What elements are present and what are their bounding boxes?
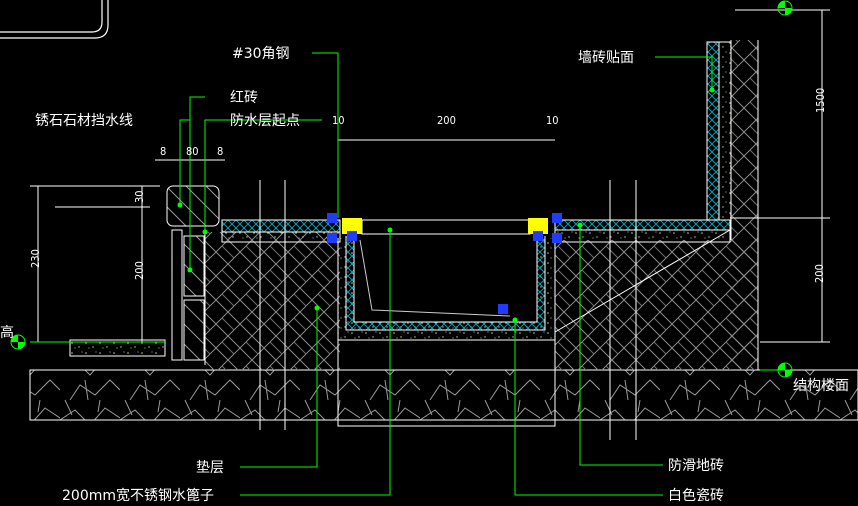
dimension-lines xyxy=(30,9,830,343)
angle-steel xyxy=(342,218,548,234)
dim-8-left: 8 xyxy=(160,145,166,158)
grid-lines xyxy=(259,180,731,440)
label-waterproof-start: 防水层起点 xyxy=(230,113,300,129)
elevation-marker-right xyxy=(777,362,793,378)
label-elevation-partial: 高 xyxy=(0,324,14,341)
label-stone-sill: 锈石石材挡水线 xyxy=(35,113,133,129)
floor-layers xyxy=(221,41,732,243)
label-structure-floor: 结构楼面 xyxy=(793,378,849,394)
label-cushion: 垫层 xyxy=(196,460,224,476)
cushion-fill xyxy=(205,40,758,370)
label-drain-cover: 200mm宽不锈钢水篦子 xyxy=(62,487,214,504)
dim-30: 30 xyxy=(133,190,146,203)
dim-200-top: 200 xyxy=(437,114,456,127)
dim-200-left: 200 xyxy=(133,261,146,280)
label-angle-steel: #30角钢 xyxy=(232,46,290,62)
frame-fragment xyxy=(0,0,109,39)
leaders xyxy=(30,52,790,496)
dim-8-right: 8 xyxy=(217,145,223,158)
dim-10-left: 10 xyxy=(332,114,345,127)
label-antislip-tile: 防滑地砖 xyxy=(668,457,724,474)
label-white-tile: 白色瓷砖 xyxy=(668,487,724,504)
label-wall-tile: 墙砖贴面 xyxy=(578,50,634,66)
dim-10-right: 10 xyxy=(546,114,559,127)
dim-230: 230 xyxy=(29,249,42,268)
elevation-marker-top xyxy=(777,0,793,16)
elevation-marker-left xyxy=(10,334,26,350)
dim-1500: 1500 xyxy=(814,88,827,113)
label-red-brick: 红砖 xyxy=(230,90,258,106)
drain-channel xyxy=(337,219,556,427)
leader-dots xyxy=(177,87,715,323)
dim-80: 80 xyxy=(186,145,199,158)
wall xyxy=(730,40,759,370)
structure-slab xyxy=(29,369,858,421)
dim-200-right: 200 xyxy=(813,264,826,283)
anchor-markers xyxy=(327,213,562,314)
